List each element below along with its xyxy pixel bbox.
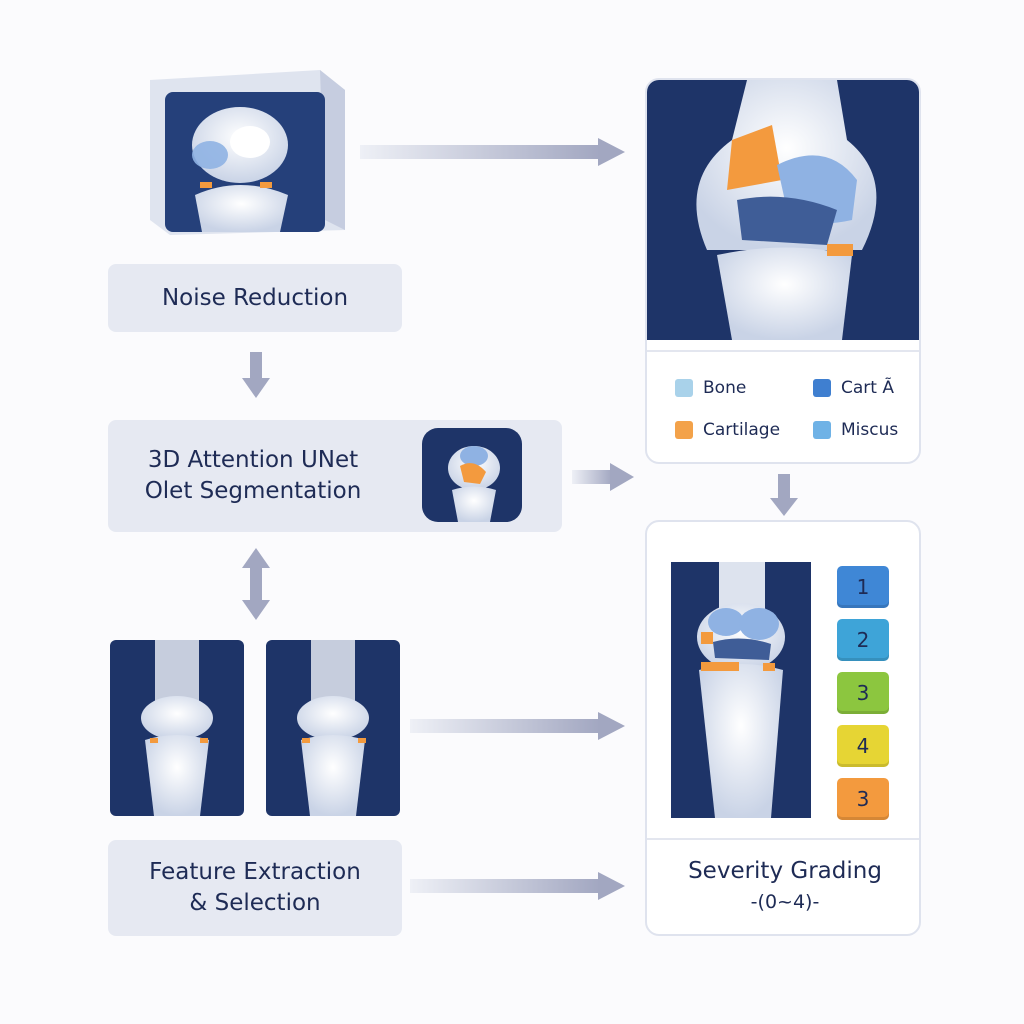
- grade-badge: 3: [837, 778, 889, 820]
- feature-label-line1: Feature Extraction: [149, 859, 361, 885]
- grade-label: 2: [856, 628, 870, 652]
- severity-label-line1: Severity Grading: [688, 858, 882, 884]
- grade-label: 3: [856, 681, 870, 705]
- graded-knee-image: [671, 562, 811, 818]
- severity-label-line2: -(0~4)-: [750, 891, 820, 913]
- mri-volume-cube: [110, 60, 360, 250]
- segmentation-label-line1: 3D Attention UNet: [147, 447, 359, 473]
- severity-grading-label: Severity Grading -(0~4)-: [647, 856, 919, 918]
- arrow-right-icon: [410, 710, 625, 742]
- legend-item-cart: Cart Ã: [813, 378, 894, 398]
- legend-label: Cart Ã: [841, 378, 894, 398]
- arrow-down-icon: [768, 474, 800, 518]
- segmentation-label-line2: Olet Segmentation: [144, 478, 362, 504]
- legend-swatch: [675, 421, 693, 439]
- grade-badge: 3: [837, 672, 889, 714]
- feature-label-line2: & Selection: [189, 890, 321, 916]
- arrow-down-icon: [240, 352, 272, 400]
- arrow-right-icon: [410, 870, 625, 902]
- feature-extraction-step: Feature Extraction & Selection: [108, 840, 402, 936]
- grade-badge: 2: [837, 619, 889, 661]
- legend-label: Cartilage: [703, 420, 781, 440]
- legend-label: Miscus: [841, 420, 899, 440]
- grade-badge: 1: [837, 566, 889, 608]
- noise-reduction-label: Noise Reduction: [161, 284, 349, 311]
- legend-swatch: [675, 379, 693, 397]
- severity-grading-panel: 1 2 3 4 3 Severity Grading -(0~4)-: [645, 520, 921, 936]
- grade-badge: 4: [837, 725, 889, 767]
- noise-reduction-step: Noise Reduction: [108, 264, 402, 332]
- grade-label: 4: [856, 734, 870, 758]
- xray-image-left: [110, 640, 244, 816]
- grade-label: 1: [856, 575, 870, 599]
- double-arrow-icon: [240, 548, 272, 620]
- arrow-right-icon: [572, 462, 634, 492]
- legend-swatch: [813, 421, 831, 439]
- segmentation-thumbnail: [422, 428, 522, 522]
- legend-swatch: [813, 379, 831, 397]
- arrow-right-icon: [360, 136, 625, 168]
- legend-item-miscus: Miscus: [813, 420, 898, 440]
- segmented-knee-image: [647, 80, 919, 340]
- legend-item-bone: Bone: [675, 378, 746, 398]
- grade-label: 3: [856, 787, 870, 811]
- segmentation-result-panel: Bone Cart Ã Cartilage Miscus: [645, 78, 921, 464]
- legend-item-cartilage: Cartilage: [675, 420, 780, 440]
- xray-image-right: [266, 640, 400, 816]
- legend-label: Bone: [703, 378, 747, 398]
